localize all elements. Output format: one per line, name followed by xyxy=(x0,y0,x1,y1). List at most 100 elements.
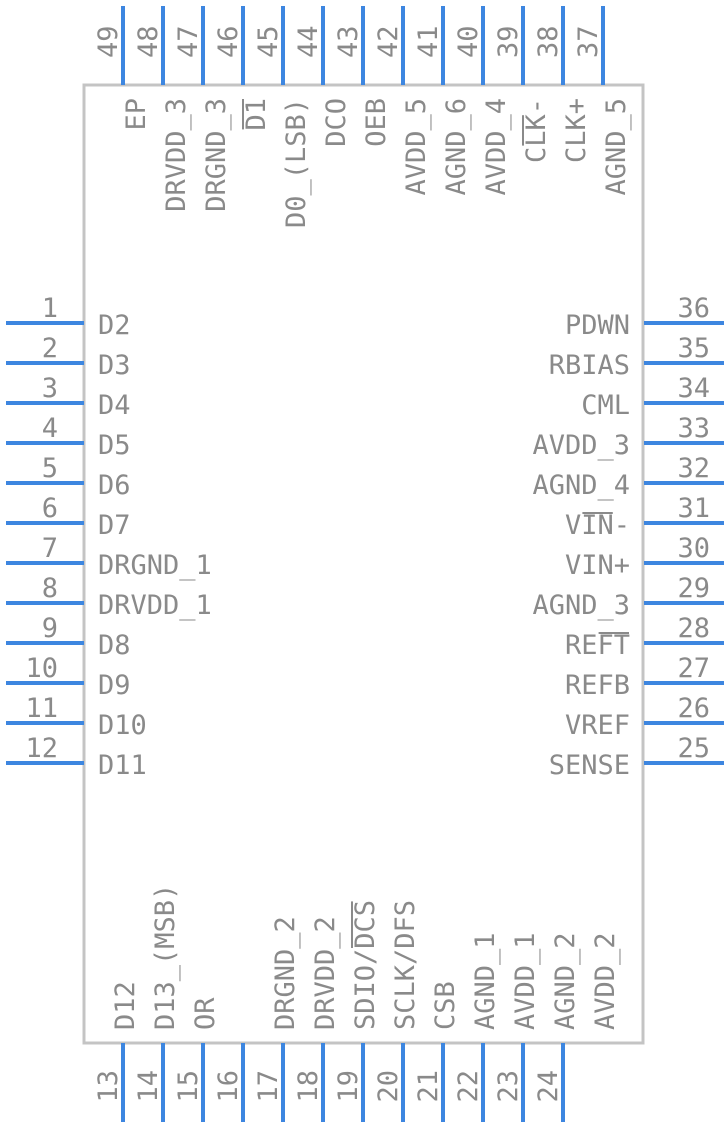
pin-number: 13 xyxy=(93,1070,124,1103)
pin-label: AVDD_5 xyxy=(401,98,432,196)
pin-label: VIN+ xyxy=(565,550,630,581)
pin-number: 30 xyxy=(677,533,710,564)
pin-number: 23 xyxy=(493,1070,524,1103)
pin-label: CLK+ xyxy=(561,98,592,163)
pin-number: 4 xyxy=(42,413,58,444)
pin-label: AVDD_4 xyxy=(481,98,512,196)
pin-label: RBIAS xyxy=(549,350,630,381)
pin-label: PDWN xyxy=(565,310,630,341)
pin-label: AGND_4 xyxy=(532,470,630,501)
pin-number: 47 xyxy=(173,25,204,58)
pin-number: 2 xyxy=(42,333,58,364)
pin-number: 8 xyxy=(42,573,58,604)
pin-label: D0_(LSB) xyxy=(281,98,312,228)
pin-label: DRGND_1 xyxy=(98,550,212,581)
pin-label: D7 xyxy=(98,510,131,541)
pin-label: CLK- xyxy=(521,98,552,163)
pin-label: AGND_2 xyxy=(550,932,581,1030)
pin-number: 42 xyxy=(373,25,404,58)
pin-number: 26 xyxy=(677,693,710,724)
pin-number: 21 xyxy=(413,1070,444,1103)
pin-label: D11 xyxy=(98,750,147,781)
pin-number: 11 xyxy=(25,693,58,724)
pin-label: D3 xyxy=(98,350,131,381)
pin-label: AGND_1 xyxy=(470,932,501,1030)
pin-label: D10 xyxy=(98,710,147,741)
pin-label: AVDD_3 xyxy=(532,430,630,461)
pin-label: OR xyxy=(190,997,221,1030)
pin-label: D1 xyxy=(241,98,272,131)
pin-label: SCLK/DFS xyxy=(390,900,421,1030)
pin-label: D4 xyxy=(98,390,131,421)
pin-label: D12 xyxy=(110,981,141,1030)
pins-layer: 1D22D33D44D55D66D77DRGND_18DRVDD_19D810D… xyxy=(6,6,724,1122)
pin-label: AGND_3 xyxy=(532,590,630,621)
pin-number: 1 xyxy=(42,293,58,324)
pin-number: 5 xyxy=(42,453,58,484)
pin-number: 17 xyxy=(253,1070,284,1103)
pin-label: DRVDD_2 xyxy=(310,916,341,1030)
pin-number: 45 xyxy=(253,25,284,58)
pin-number: 32 xyxy=(677,453,710,484)
pin-number: 9 xyxy=(42,613,58,644)
pin-label: SENSE xyxy=(549,750,630,781)
pin-label: REFB xyxy=(565,670,630,701)
pin-label: DRGND_3 xyxy=(201,98,232,212)
pin-label: DCO xyxy=(321,98,352,147)
pin-label: D8 xyxy=(98,630,131,661)
pin-number: 6 xyxy=(42,493,58,524)
pin-label: D5 xyxy=(98,430,131,461)
pin-number: 39 xyxy=(493,25,524,58)
pin-number: 44 xyxy=(293,25,324,58)
pin-number: 19 xyxy=(333,1070,364,1103)
pin-label: EP xyxy=(121,98,152,131)
pin-number: 38 xyxy=(533,25,564,58)
pin-number: 16 xyxy=(213,1070,244,1103)
pin-number: 10 xyxy=(25,653,58,684)
pin-number: 27 xyxy=(677,653,710,684)
pin-number: 18 xyxy=(293,1070,324,1103)
pin-number: 7 xyxy=(42,533,58,564)
pin-number: 37 xyxy=(573,25,604,58)
pin-label: DRVDD_3 xyxy=(161,98,192,212)
pin-label: D13_(MSB) xyxy=(150,884,181,1030)
chip-body xyxy=(82,83,645,1045)
pin-number: 25 xyxy=(677,733,710,764)
pin-label: DRVDD_1 xyxy=(98,590,212,621)
pin-label: SDIO/DCS xyxy=(350,900,381,1030)
pin-number: 29 xyxy=(677,573,710,604)
pin-number: 20 xyxy=(373,1070,404,1103)
pin-number: 48 xyxy=(133,25,164,58)
pin-label: VIN- xyxy=(565,510,630,541)
pin-number: 41 xyxy=(413,25,444,58)
pin-label: VREF xyxy=(565,710,630,741)
pin-label: D9 xyxy=(98,670,131,701)
pin-label: DRGND_2 xyxy=(270,916,301,1030)
pin-number: 49 xyxy=(93,25,124,58)
pin-number: 43 xyxy=(333,25,364,58)
pin-number: 35 xyxy=(677,333,710,364)
pin-number: 24 xyxy=(533,1070,564,1103)
pin-label: AGND_6 xyxy=(441,98,472,196)
pin-number: 33 xyxy=(677,413,710,444)
pin-label: D6 xyxy=(98,470,131,501)
pin-number: 28 xyxy=(677,613,710,644)
pin-number: 3 xyxy=(42,373,58,404)
pin-number: 46 xyxy=(213,25,244,58)
pin-label: AVDD_2 xyxy=(590,932,621,1030)
pin-label: D2 xyxy=(98,310,131,341)
pin-number: 12 xyxy=(25,733,58,764)
pin-label: AVDD_1 xyxy=(510,932,541,1030)
pin-label: CML xyxy=(581,390,630,421)
pin-label: CSB xyxy=(430,981,461,1030)
pin-number: 31 xyxy=(677,493,710,524)
pin-label: OEB xyxy=(361,98,392,147)
pin-label: AGND_5 xyxy=(601,98,632,196)
pin-number: 15 xyxy=(173,1070,204,1103)
pin-number: 40 xyxy=(453,25,484,58)
pin-number: 14 xyxy=(133,1070,164,1103)
pin-label: REFT xyxy=(565,630,630,661)
pin-number: 34 xyxy=(677,373,710,404)
